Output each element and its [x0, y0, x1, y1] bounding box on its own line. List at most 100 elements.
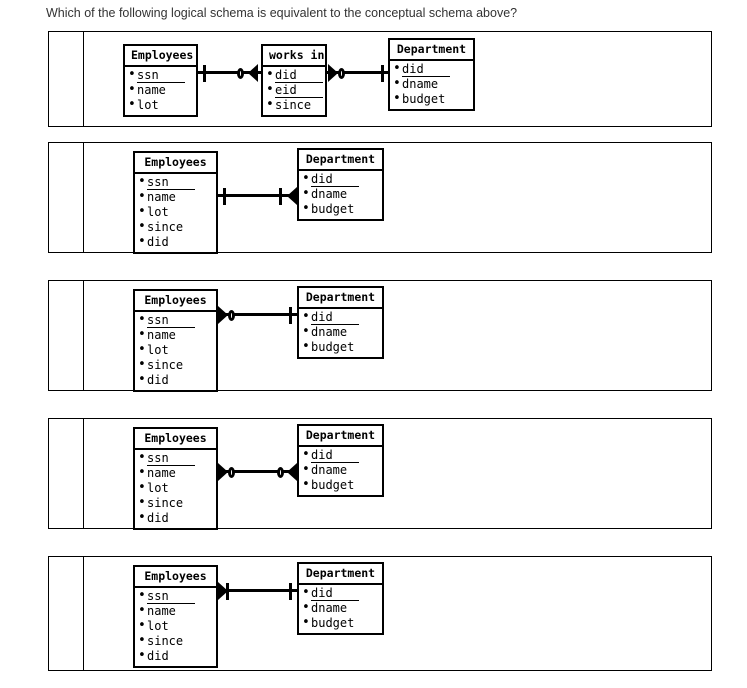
attribute-budget: budget: [302, 201, 378, 217]
entity-title: Department: [299, 288, 382, 309]
entity-attributes: ssn name lot since did: [135, 588, 216, 666]
attribute-ssn: ssn: [138, 174, 212, 190]
attribute-did: did: [393, 61, 469, 77]
cardinality-many-marker: [248, 64, 258, 82]
entity-title: Department: [299, 564, 382, 585]
option-5-panel[interactable]: Employees ssn name lot since did Departm…: [48, 556, 712, 671]
option-3-select-area[interactable]: [49, 281, 84, 390]
attribute-lot: lot: [138, 618, 212, 634]
attribute-did: did: [302, 447, 378, 463]
entity-title: Employees: [135, 567, 216, 588]
attribute-did: did: [138, 372, 212, 388]
entity-title: works in: [263, 46, 325, 67]
entity-title: Employees: [125, 46, 196, 67]
entity-title: Employees: [135, 153, 216, 174]
attribute-name: name: [138, 465, 212, 481]
relationship-line-employees-department: [218, 589, 298, 592]
attribute-ssn: ssn: [138, 588, 212, 604]
entity-department: Department did dname budget: [297, 148, 384, 221]
attribute-ssn: ssn: [138, 450, 212, 466]
entity-department: Department did dname budget: [388, 38, 475, 111]
attribute-since: since: [138, 495, 212, 511]
cardinality-zero-marker: [277, 467, 284, 478]
attribute-budget: budget: [393, 91, 469, 107]
attribute-lot: lot: [138, 480, 212, 496]
relationship-line-employees-department: [218, 194, 298, 197]
cardinality-many-marker: [218, 306, 228, 324]
entity-attributes: ssn name lot: [125, 67, 196, 115]
attribute-name: name: [128, 82, 192, 98]
cardinality-one-marker: [279, 188, 282, 205]
option-4-diagram: Employees ssn name lot since did Departm…: [85, 419, 711, 530]
attribute-did: did: [302, 309, 378, 325]
cardinality-many-marker: [287, 463, 297, 481]
cardinality-many-marker: [218, 463, 228, 481]
entity-attributes: did dname budget: [390, 61, 473, 109]
relationship-line-employees-worksin: [198, 71, 261, 74]
cardinality-zero-marker: [228, 467, 235, 478]
attribute-lot: lot: [138, 342, 212, 358]
attribute-did: did: [302, 585, 378, 601]
attribute-did: did: [138, 234, 212, 250]
option-1-panel[interactable]: Employees ssn name lot works in did eid …: [48, 31, 712, 127]
option-3-panel[interactable]: Employees ssn name lot since did Departm…: [48, 280, 712, 392]
option-3-diagram: Employees ssn name lot since did Departm…: [85, 281, 711, 392]
attribute-since: since: [138, 633, 212, 649]
attribute-budget: budget: [302, 615, 378, 631]
attribute-since: since: [138, 357, 212, 373]
relationship-line-worksin-department: [327, 71, 389, 74]
cardinality-one-marker: [289, 583, 292, 600]
attribute-name: name: [138, 189, 212, 205]
option-1-select-area[interactable]: [49, 32, 84, 126]
entity-attributes: did dname budget: [299, 309, 382, 357]
cardinality-one-marker: [381, 65, 384, 82]
attribute-eid: eid: [266, 82, 323, 98]
entity-employees: Employees ssn name lot since did: [133, 151, 218, 254]
cardinality-one-marker: [223, 188, 226, 205]
cardinality-zero-marker: [228, 310, 235, 321]
entity-employees: Employees ssn name lot since did: [133, 427, 218, 530]
option-2-diagram: Employees ssn name lot since did Departm…: [85, 143, 711, 254]
entity-title: Employees: [135, 291, 216, 312]
entity-department: Department did dname budget: [297, 562, 384, 635]
entity-title: Employees: [135, 429, 216, 450]
attribute-since: since: [266, 97, 321, 113]
attribute-did: did: [138, 648, 212, 664]
cardinality-zero-marker: [338, 68, 345, 79]
attribute-dname: dname: [302, 600, 378, 616]
entity-works-in: works in did eid since: [261, 44, 327, 117]
attribute-dname: dname: [302, 186, 378, 202]
entity-title: Department: [299, 150, 382, 171]
entity-employees: Employees ssn name lot: [123, 44, 198, 117]
attribute-did: did: [138, 510, 212, 526]
attribute-name: name: [138, 603, 212, 619]
option-2-panel[interactable]: Employees ssn name lot since did Departm…: [48, 142, 712, 254]
entity-attributes: did eid since: [263, 67, 325, 115]
relationship-line-employees-department: [218, 313, 298, 316]
option-1-diagram: Employees ssn name lot works in did eid …: [85, 32, 711, 126]
cardinality-many-marker: [328, 64, 338, 82]
entity-employees: Employees ssn name lot since did: [133, 565, 218, 668]
question-prompt: Which of the following logical schema is…: [46, 6, 518, 20]
entity-attributes: did dname budget: [299, 447, 382, 495]
option-2-select-area[interactable]: [49, 143, 84, 252]
cardinality-one-marker: [203, 65, 206, 82]
cardinality-one-marker: [226, 583, 229, 600]
cardinality-zero-marker: [237, 68, 244, 79]
option-5-diagram: Employees ssn name lot since did Departm…: [85, 557, 711, 670]
attribute-budget: budget: [302, 477, 378, 493]
option-4-panel[interactable]: Employees ssn name lot since did Departm…: [48, 418, 712, 530]
option-5-select-area[interactable]: [49, 557, 84, 670]
entity-attributes: ssn name lot since did: [135, 312, 216, 390]
entity-title: Department: [390, 40, 473, 61]
attribute-ssn: ssn: [128, 67, 192, 83]
cardinality-many-marker: [287, 187, 297, 205]
entity-attributes: ssn name lot since did: [135, 174, 216, 252]
entity-title: Department: [299, 426, 382, 447]
entity-attributes: did dname budget: [299, 171, 382, 219]
attribute-name: name: [138, 327, 212, 343]
option-4-select-area[interactable]: [49, 419, 84, 528]
attribute-lot: lot: [128, 97, 192, 113]
entity-department: Department did dname budget: [297, 424, 384, 497]
attribute-did: did: [302, 171, 378, 187]
